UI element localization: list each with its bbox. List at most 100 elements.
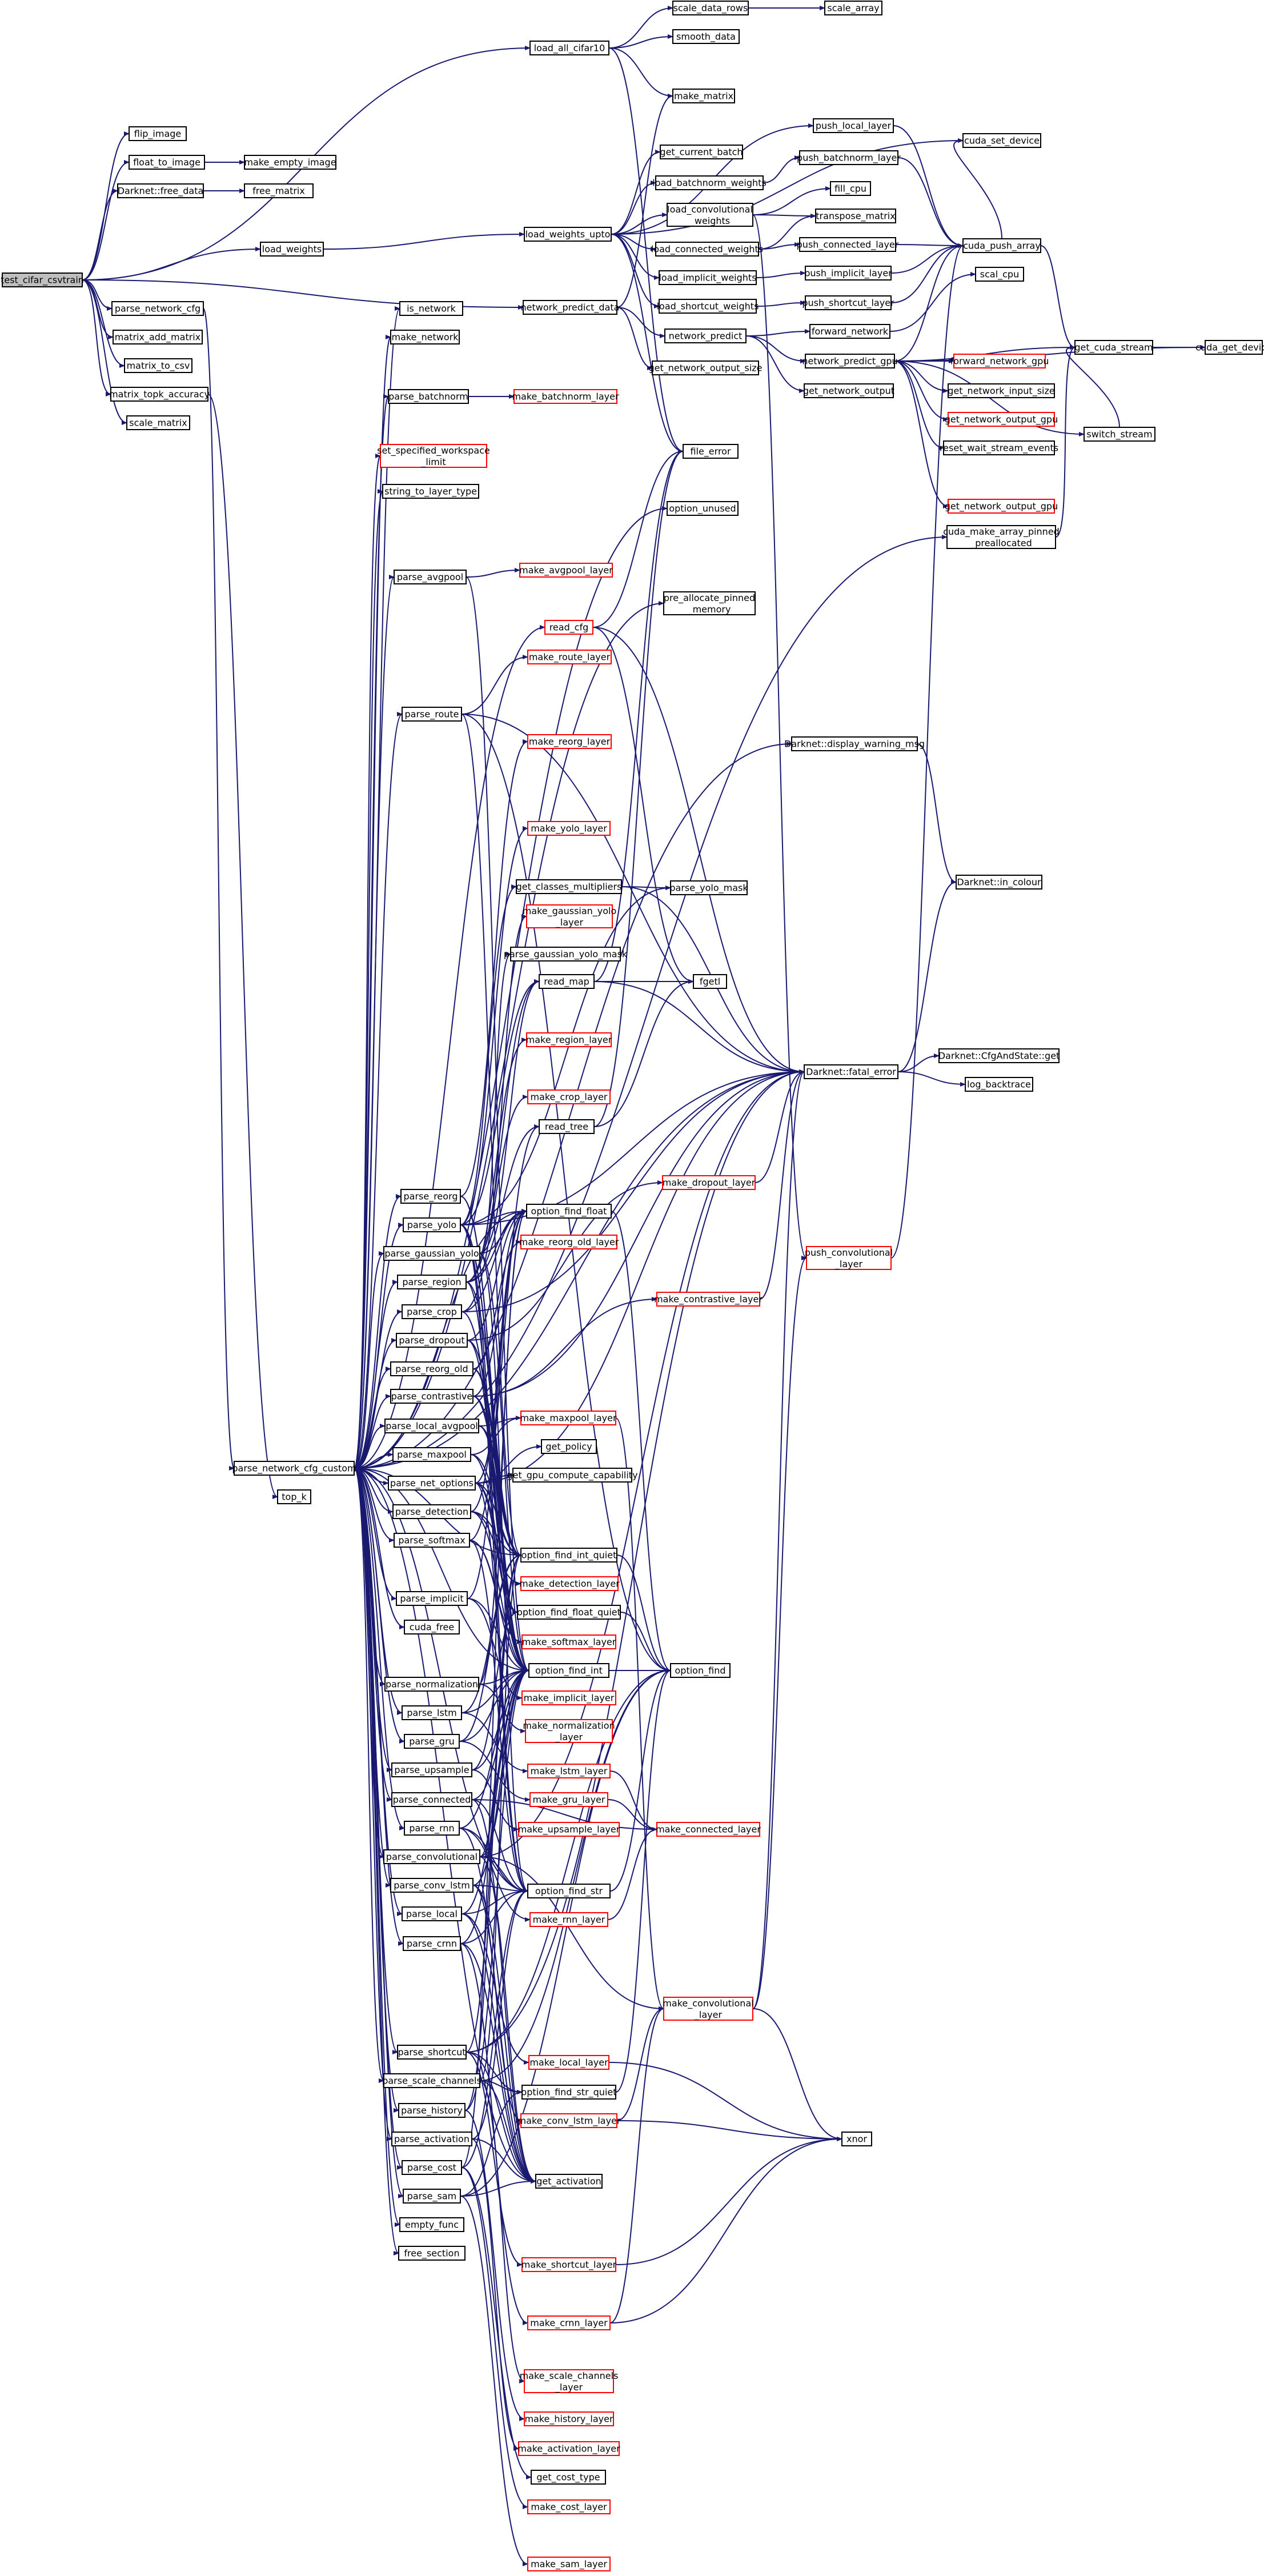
node-scale-matrix[interactable]: scale_matrix	[126, 415, 190, 430]
node-get-network-output-size[interactable]: get_network_output_size	[648, 360, 763, 375]
node-darknet-cfgandstate-get[interactable]: Darknet::CfgAndState::get	[938, 1048, 1060, 1063]
node-make-scale-channels-layer[interactable]: make_scale_channels_layer	[520, 2369, 619, 2393]
node-parse-gaussian-yolo-mask[interactable]: parse_gaussian_yolo_mask	[504, 947, 628, 962]
node-cuda-make-array-pinned-preallocated[interactable]: cuda_make_array_pinned_preallocated	[943, 525, 1060, 549]
node-empty-func[interactable]: empty_func	[399, 2217, 464, 2232]
node-option-find-float-quiet[interactable]: option_find_float_quiet	[517, 1605, 621, 1620]
node-file-error[interactable]: file_error	[683, 444, 739, 459]
node-option-find-str-quiet[interactable]: option_find_str_quiet	[521, 2085, 617, 2100]
node-cuda-set-device[interactable]: cuda_set_device	[962, 133, 1041, 148]
node-make-gaussian-yolo-layer[interactable]: make_gaussian_yolo_layer	[523, 904, 617, 928]
node-parse-local-avgpool[interactable]: parse_local_avgpool	[384, 1419, 479, 1433]
node-parse-connected[interactable]: parse_connected	[391, 1792, 472, 1807]
node-parse-crnn[interactable]: parse_crnn	[403, 1936, 461, 1951]
node-cuda-get-device[interactable]: cuda_get_device	[1195, 340, 1264, 355]
node-parse-dropout[interactable]: parse_dropout	[396, 1333, 468, 1348]
node-string-to-layer-type[interactable]: string_to_layer_type	[382, 484, 479, 499]
node-parse-gru[interactable]: parse_gru	[404, 1734, 460, 1749]
node-make-route-layer[interactable]: make_route_layer	[527, 650, 612, 664]
node-top-k[interactable]: top_k	[277, 1489, 311, 1504]
node-parse-normalization[interactable]: parse_normalization	[384, 1677, 479, 1692]
node-parse-softmax[interactable]: parse_softmax	[394, 1533, 470, 1548]
node-make-contrastive-layer[interactable]: make_contrastive_layer	[654, 1292, 763, 1307]
node-matrix-to-csv[interactable]: matrix_to_csv	[124, 358, 192, 373]
node-read-map[interactable]: read_map	[539, 974, 595, 989]
node-load-shortcut-weights[interactable]: load_shortcut_weights	[657, 299, 759, 314]
node-parse-maxpool[interactable]: parse_maxpool	[392, 1447, 471, 1462]
node-xnor[interactable]: xnor	[841, 2132, 872, 2146]
node-parse-cost[interactable]: parse_cost	[402, 2160, 462, 2175]
node-parse-convolutional[interactable]: parse_convolutional	[383, 1849, 480, 1864]
node-scale-array[interactable]: scale_array	[824, 1, 882, 15]
node-push-batchnorm-layer[interactable]: push_batchnorm_layer	[797, 150, 901, 165]
node-get-cuda-stream[interactable]: get_cuda_stream	[1074, 340, 1153, 355]
node-parse-contrastive[interactable]: parse_contrastive	[390, 1389, 474, 1404]
node-push-local-layer[interactable]: push_local_layer	[813, 118, 894, 133]
node-push-shortcut-layer[interactable]: push_shortcut_layer	[802, 295, 894, 310]
node-is-network[interactable]: is_network	[399, 301, 463, 316]
node-matrix-add-matrix[interactable]: matrix_add_matrix	[113, 330, 203, 344]
node-make-yolo-layer[interactable]: make_yolo_layer	[527, 821, 611, 836]
node-float-to-image[interactable]: float_to_image	[129, 155, 205, 170]
node-smooth-data[interactable]: smooth_data	[672, 29, 740, 44]
node-parse-detection[interactable]: parse_detection	[392, 1504, 471, 1519]
node-free-matrix[interactable]: free_matrix	[244, 183, 314, 198]
node-load-convolutional-weights[interactable]: load_convolutional_weights	[667, 203, 753, 227]
node-parse-upsample[interactable]: parse_upsample	[391, 1762, 472, 1777]
node-option-find-int-quiet[interactable]: option_find_int_quiet	[520, 1548, 617, 1563]
node-darknet-fatal-error[interactable]: Darknet::fatal_error	[804, 1064, 898, 1079]
node-load-connected-weights[interactable]: load_connected_weights	[651, 242, 763, 257]
node-parse-network-cfg-custom[interactable]: parse_network_cfg_custom	[232, 1461, 356, 1476]
node-get-gpu-compute-capability[interactable]: get_gpu_compute_capability	[507, 1468, 638, 1483]
node-make-lstm-layer[interactable]: make_lstm_layer	[527, 1764, 611, 1778]
node-parse-scale-channels[interactable]: parse_scale_channels	[382, 2073, 481, 2088]
node-scal-cpu[interactable]: scal_cpu	[975, 267, 1024, 282]
node-load-all-cifar10[interactable]: load_all_cifar10	[529, 41, 609, 55]
node-forward-network-gpu[interactable]: forward_network_gpu	[950, 354, 1049, 368]
node-make-avgpool-layer[interactable]: make_avgpool_layer	[519, 563, 613, 578]
node-network-predict-data[interactable]: network_predict_data	[521, 300, 620, 315]
node-cuda-push-array[interactable]: cuda_push_array	[962, 238, 1041, 253]
node-test-cifar-csvtrain[interactable]: test_cifar_csvtrain	[1, 273, 84, 287]
node-make-convolutional-layer[interactable]: make_convolutional_layer	[663, 1997, 754, 2021]
node-make-matrix[interactable]: make_matrix	[672, 89, 735, 103]
node-darknet-display-warning-msg[interactable]: Darknet::display_warning_msg	[784, 736, 925, 751]
node-make-network[interactable]: make_network	[390, 330, 460, 344]
node-cuda-free[interactable]: cuda_free	[404, 1620, 460, 1634]
node-make-activation-layer[interactable]: make_activation_layer	[517, 2441, 620, 2456]
node-parse-reorg[interactable]: parse_reorg	[400, 1189, 461, 1204]
node-push-implicit-layer[interactable]: push_implicit_layer	[804, 266, 892, 281]
node-log-backtrace[interactable]: log_backtrace	[965, 1077, 1033, 1092]
node-option-find[interactable]: option_find	[670, 1663, 731, 1678]
node-parse-history[interactable]: parse_history	[398, 2103, 466, 2118]
node-parse-lstm[interactable]: parse_lstm	[402, 1705, 462, 1720]
node-reset-wait-stream-events[interactable]: reset_wait_stream_events	[940, 440, 1058, 455]
node-push-connected-layer[interactable]: push_connected_layer	[797, 237, 899, 252]
node-parse-sam[interactable]: parse_sam	[403, 2189, 461, 2204]
node-read-tree[interactable]: read_tree	[539, 1119, 595, 1134]
node-parse-route[interactable]: parse_route	[402, 707, 462, 722]
node-parse-avgpool[interactable]: parse_avgpool	[394, 570, 467, 584]
node-make-maxpool-layer[interactable]: make_maxpool_layer	[520, 1411, 617, 1425]
node-get-network-output-gpu2[interactable]: get_network_output_gpu	[945, 499, 1058, 514]
node-load-weights[interactable]: load_weights	[260, 242, 324, 257]
node-make-connected-layer[interactable]: make_connected_layer	[656, 1822, 761, 1837]
node-make-reorg-layer[interactable]: make_reorg_layer	[527, 734, 612, 749]
node-make-upsample-layer[interactable]: make_upsample_layer	[518, 1822, 620, 1837]
node-make-local-layer[interactable]: make_local_layer	[528, 2055, 609, 2070]
node-make-detection-layer[interactable]: make_detection_layer	[519, 1576, 620, 1591]
node-make-region-layer[interactable]: make_region_layer	[526, 1032, 612, 1047]
node-flip-image[interactable]: flip_image	[129, 126, 187, 141]
node-make-implicit-layer[interactable]: make_implicit_layer	[521, 1690, 616, 1705]
node-get-network-output[interactable]: get_network_output	[803, 383, 894, 398]
node-get-network-input-size[interactable]: get_network_input_size	[948, 383, 1055, 398]
node-make-dropout-layer[interactable]: make_dropout_layer	[662, 1175, 756, 1190]
node-darknet-free-data[interactable]: Darknet::free_data	[117, 183, 204, 198]
node-load-weights-upto[interactable]: load_weights_upto	[524, 227, 612, 242]
node-get-network-output-gpu[interactable]: get_network_output_gpu	[945, 412, 1058, 427]
node-fill-cpu[interactable]: fill_cpu	[830, 181, 871, 196]
node-make-shortcut-layer[interactable]: make_shortcut_layer	[521, 2257, 617, 2272]
node-make-rnn-layer[interactable]: make_rnn_layer	[529, 1912, 608, 1927]
node-push-convolutional-layer[interactable]: push_convolutional_layer	[805, 1246, 893, 1270]
node-parse-region[interactable]: parse_region	[397, 1275, 467, 1289]
